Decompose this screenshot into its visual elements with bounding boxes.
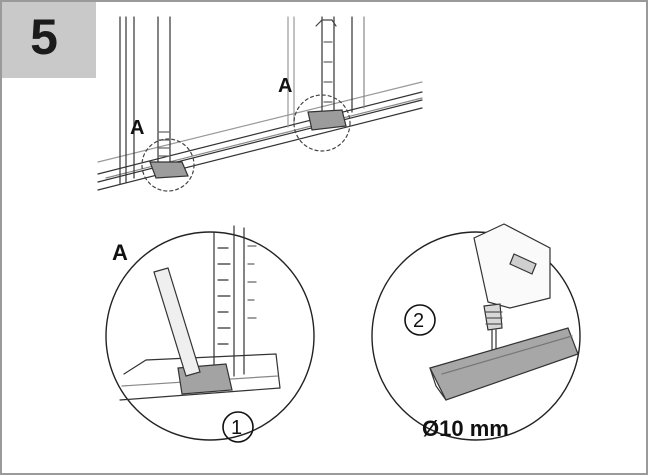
drill-diameter-label: Ø10 mm bbox=[422, 416, 509, 441]
detail-label-left: A bbox=[130, 117, 144, 139]
rail-overview bbox=[97, 16, 423, 192]
zoom-detail-2 bbox=[371, 223, 581, 441]
step-1-marker: 1 bbox=[231, 417, 242, 439]
detail-label-right: A bbox=[278, 75, 292, 97]
step-2-marker: 2 bbox=[413, 310, 424, 332]
zoom-detail-1 bbox=[105, 225, 315, 441]
step-badge: 5 bbox=[2, 2, 96, 78]
step-number: 5 bbox=[30, 9, 58, 65]
zoom-label: A bbox=[112, 240, 128, 265]
